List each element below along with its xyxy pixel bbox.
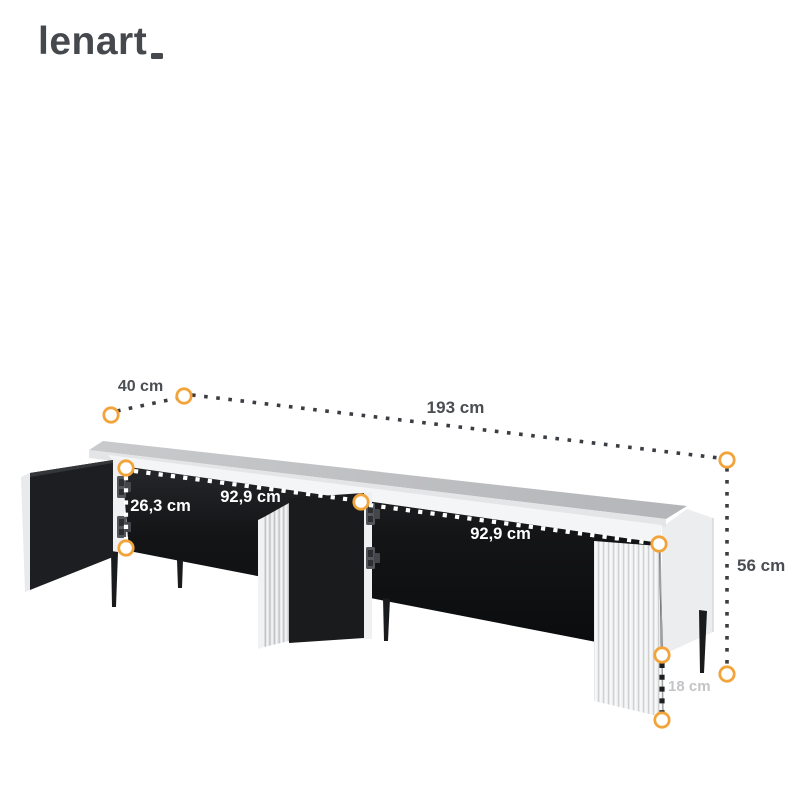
marker-depth-back bbox=[175, 387, 193, 405]
marker-interior-right bbox=[650, 535, 668, 553]
width-line-193cm bbox=[191, 393, 720, 460]
legs bbox=[111, 551, 707, 673]
right-door-open bbox=[594, 541, 664, 718]
leg-front-middle bbox=[383, 598, 390, 641]
middle-door-inner-face bbox=[289, 493, 364, 643]
leg-back-left bbox=[177, 560, 183, 588]
brand-logo: lenart bbox=[38, 20, 164, 63]
brand-logo-text: lenart bbox=[38, 20, 148, 63]
marker-interior-top-left bbox=[117, 459, 135, 477]
cabinet-body bbox=[89, 441, 714, 655]
cabinet-front-rail bbox=[108, 455, 662, 546]
leg-front-left bbox=[111, 551, 118, 607]
marker-interior-middle bbox=[352, 493, 370, 511]
cabinet-interior bbox=[122, 466, 663, 655]
middle-door-fluted-edge bbox=[264, 503, 289, 647]
dimension-lines bbox=[116, 393, 729, 712]
label-depth: 40 cm bbox=[117, 378, 164, 395]
middle-doors-open bbox=[258, 492, 372, 649]
dimension-markers bbox=[102, 387, 736, 729]
label-height: 56 cm bbox=[737, 556, 786, 575]
left-door-open bbox=[21, 460, 113, 592]
label-leg-height: 18 cm bbox=[668, 678, 711, 695]
label-interior-width-right: 92,9 cm bbox=[470, 525, 531, 543]
marker-leg-bottom bbox=[653, 711, 671, 729]
depth-line-40cm bbox=[116, 396, 179, 413]
label-interior-width-left: 92,9 cm bbox=[220, 488, 281, 506]
label-width: 193 cm bbox=[426, 398, 485, 417]
marker-width-right bbox=[718, 451, 736, 469]
label-interior-height: 26,3 cm bbox=[130, 497, 191, 515]
logo-period bbox=[151, 53, 164, 59]
interior-width-line-right bbox=[368, 502, 652, 546]
marker-interior-bottom-left bbox=[117, 539, 135, 557]
cabinet-top-panel bbox=[89, 441, 687, 519]
leg-front-right bbox=[699, 610, 707, 673]
marker-height-bottom bbox=[718, 665, 736, 683]
marker-leg-top bbox=[653, 646, 671, 664]
marker-depth-front bbox=[102, 406, 120, 424]
